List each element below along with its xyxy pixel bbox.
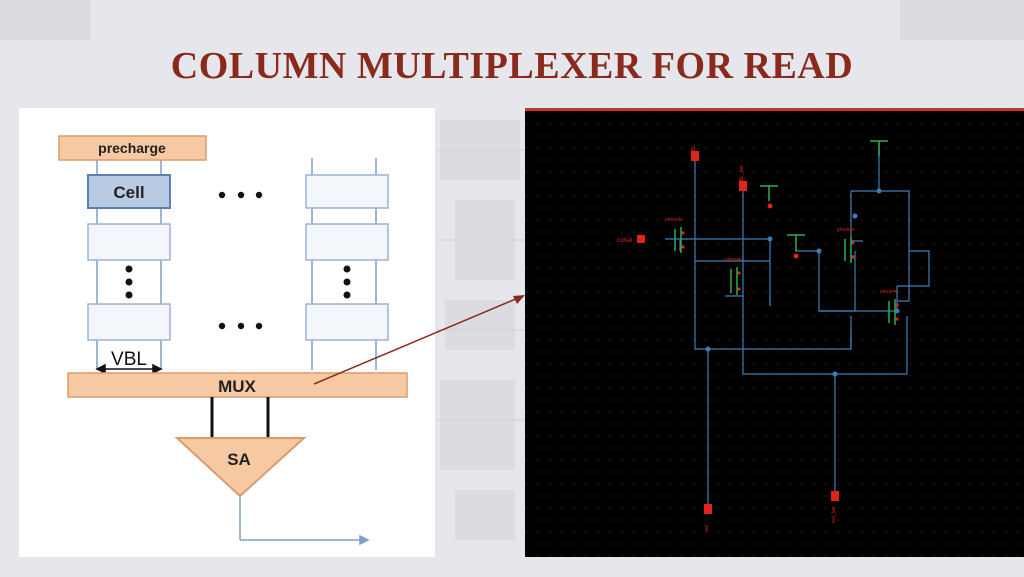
cell-block-active	[87, 174, 171, 209]
pin-bottom-1-label: out	[704, 524, 710, 532]
slide-title: COLUMN MULTIPLEXER FOR READ	[170, 45, 854, 87]
schematic-grid	[525, 111, 1024, 557]
cell-label: Cell	[113, 183, 144, 202]
transistor-2: pmos4v	[725, 257, 743, 295]
colsel-label: colsel	[617, 238, 632, 244]
sense-amp-block	[174, 437, 307, 498]
junction-dots	[705, 188, 900, 377]
cell-block-3	[87, 303, 171, 341]
precharge-block	[58, 135, 207, 161]
schematic: pmos4v pmos4v pmos4v pmos4v	[525, 111, 1024, 557]
transistor-4-label: pmos4v	[880, 289, 898, 295]
transistor-3-label: pmos4v	[837, 227, 855, 233]
ellipsis-dots	[125, 191, 351, 330]
schematic-panel: pmos4v pmos4v pmos4v pmos4v	[525, 108, 1024, 557]
precharge-label: precharge	[98, 140, 166, 156]
block-diagram-panel: precharge Cell VBL MUX SA	[19, 108, 435, 557]
transistor-3: pmos4v	[837, 227, 855, 263]
sense-amp-label: SA	[227, 450, 251, 469]
mux-label: MUX	[218, 377, 256, 396]
sense-amp-output-arrow	[239, 496, 370, 546]
pin-top-2-label: BL_bar	[739, 165, 745, 181]
transistor-2-label: pmos4v	[725, 257, 743, 263]
bitline-width-arrow	[95, 363, 163, 375]
bitline-label: VBL	[111, 349, 147, 370]
pin-bl-top	[691, 151, 699, 161]
block-diagram: precharge Cell VBL MUX SA	[58, 135, 408, 546]
transistor-1: pmos4v	[665, 217, 685, 253]
pin-colsel	[637, 235, 645, 243]
pin-bottom-2-label: out_bar	[831, 506, 837, 523]
cell-block-2	[87, 223, 171, 261]
transistor-1-label: pmos4v	[665, 217, 683, 223]
cell-block-right-2	[305, 223, 389, 261]
pin-out-bottom	[704, 504, 712, 514]
pin-outbar-bottom	[831, 491, 839, 501]
pin-top-1-label: BL	[691, 145, 697, 151]
pin-blbar-top	[739, 181, 747, 191]
ground-symbols	[760, 140, 888, 251]
schematic-pins	[637, 151, 839, 514]
cell-block-right-3	[305, 303, 389, 341]
transistor-4: pmos4v	[880, 289, 899, 325]
cell-block-right-1	[305, 174, 389, 209]
